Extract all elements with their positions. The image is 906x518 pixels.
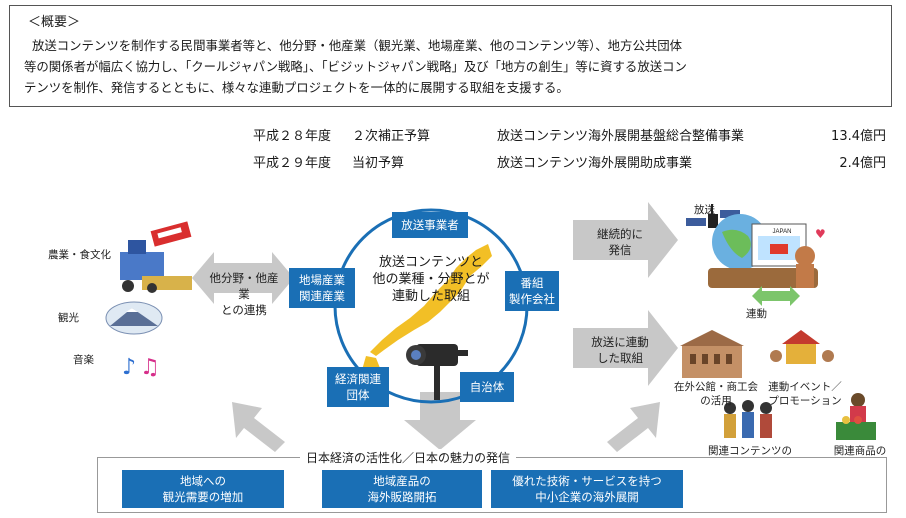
budget-year-1: 平成２８年度: [253, 129, 332, 144]
rice-package-icon: [150, 221, 192, 247]
bottom-title: 日本経済の活性化／日本の魅力の発信: [300, 449, 517, 466]
node-local-industry: 地場産業 関連産業: [289, 268, 355, 308]
band-icon: [724, 400, 772, 438]
center-title: 放送コンテンツと 他の業種・分野とが 連動した取組: [372, 255, 490, 304]
down-arrow-center: [404, 392, 476, 450]
camera-icon: [406, 344, 468, 400]
down-arrow-right: [607, 402, 660, 452]
result-sme: 優れた技術・サービスを持つ 中小企業の海外展開: [491, 470, 683, 508]
svg-text:♪: ♪: [122, 355, 136, 380]
budget-type-1: ２次補正予算: [352, 129, 431, 144]
event-icon: [770, 330, 834, 364]
link-label: 連動: [746, 308, 767, 320]
link-arrow: [752, 286, 800, 306]
node-economic: 経済関連 団体: [327, 367, 389, 407]
embassy-label: 在外公館・商工会 の活用: [674, 381, 758, 407]
satellite-icon: [686, 204, 740, 228]
mount-fuji-icon: [105, 301, 163, 335]
result-export: 地域産品の 海外販路開拓: [322, 470, 482, 508]
budget-type-2: 当初予算: [352, 156, 405, 171]
result-tourism: 地域への 観光需要の増加: [122, 470, 284, 508]
broadcast-label: 放送: [694, 204, 715, 216]
node-local-gov: 自治体: [460, 372, 514, 402]
budget-amount-2: 2.4億円: [839, 156, 886, 171]
viewers-icon: [708, 246, 818, 288]
tv-japan-text: JAPAN: [773, 229, 792, 235]
summary-title: ＜概要＞: [28, 15, 81, 30]
left-item-tourism: 観光: [58, 312, 79, 324]
japan-map: [370, 244, 492, 356]
budget-project-1: 放送コンテンツ海外展開基盤総合整備事業: [497, 129, 745, 144]
down-arrow-left: [232, 402, 285, 452]
right-arrow-top: [573, 202, 678, 278]
node-broadcaster: 放送事業者: [392, 212, 468, 238]
budget-amount-1: 13.4億円: [831, 129, 886, 144]
summary-body: 放送コンテンツを制作する民間事業者等と、他分野・他産業（観光業、地場産業、他のコ…: [24, 35, 886, 98]
svg-text:♫: ♫: [140, 355, 160, 380]
left-double-arrow: [192, 252, 294, 304]
embassy-icon: [680, 330, 744, 378]
left-item-music: 音楽: [73, 354, 94, 366]
budget-year-2: 平成２９年度: [253, 156, 332, 171]
heart-icon: ♥: [815, 227, 826, 241]
tractor-icon: [120, 240, 192, 293]
summary-line-3: テンツを制作、発信するとともに、様々な連動プロジェクトを一体的に展開する取組を支…: [24, 80, 569, 95]
summary-box: [9, 5, 892, 107]
budget-project-2: 放送コンテンツ海外展開助成事業: [497, 156, 693, 171]
music-notes-icon: ♪ ♫: [122, 355, 160, 380]
right-arrow-bottom-label: 放送に連動 した取組: [591, 335, 649, 365]
summary-line-1: 放送コンテンツを制作する民間事業者等と、他分野・他産業（観光業、地場産業、他のコ…: [32, 38, 683, 53]
summary-line-2: 等の関係者が幅広く協力し、「クールジャパン戦略」、「ビジットジャパン戦略」及び「…: [24, 59, 687, 74]
right-arrow-top-label: 継続的に 発信: [597, 227, 643, 257]
goods-icon: [836, 393, 876, 440]
left-item-agriculture: 農業・食文化: [48, 249, 111, 261]
left-arrow-label: 他分野・他産業 との連携: [209, 271, 279, 317]
right-arrow-bottom: [573, 310, 678, 386]
node-producer: 番組 製作会社: [505, 271, 559, 311]
event-label: 連動イベント／ プロモーション: [768, 381, 842, 407]
